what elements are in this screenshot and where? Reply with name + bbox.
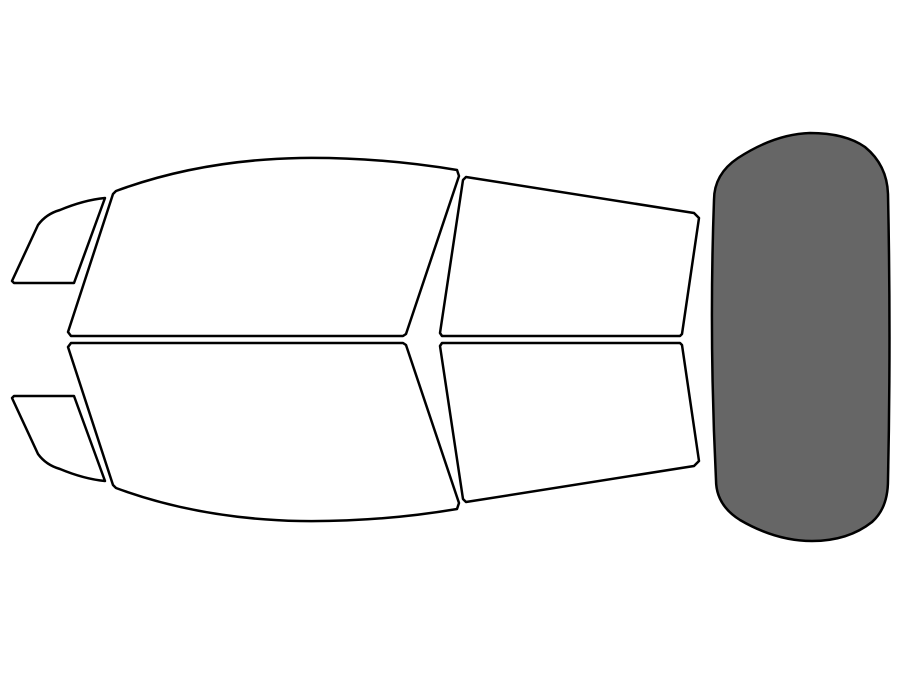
front-door-window-bottom[interactable] [66,341,461,523]
front-door-window-top[interactable] [66,156,461,338]
front-quarter-window-bottom[interactable] [10,394,107,483]
rear-door-window-top[interactable] [438,175,701,338]
rear-door-window-bottom[interactable] [438,341,701,504]
rear-windshield[interactable] [710,131,891,543]
front-quarter-window-top[interactable] [10,196,107,285]
